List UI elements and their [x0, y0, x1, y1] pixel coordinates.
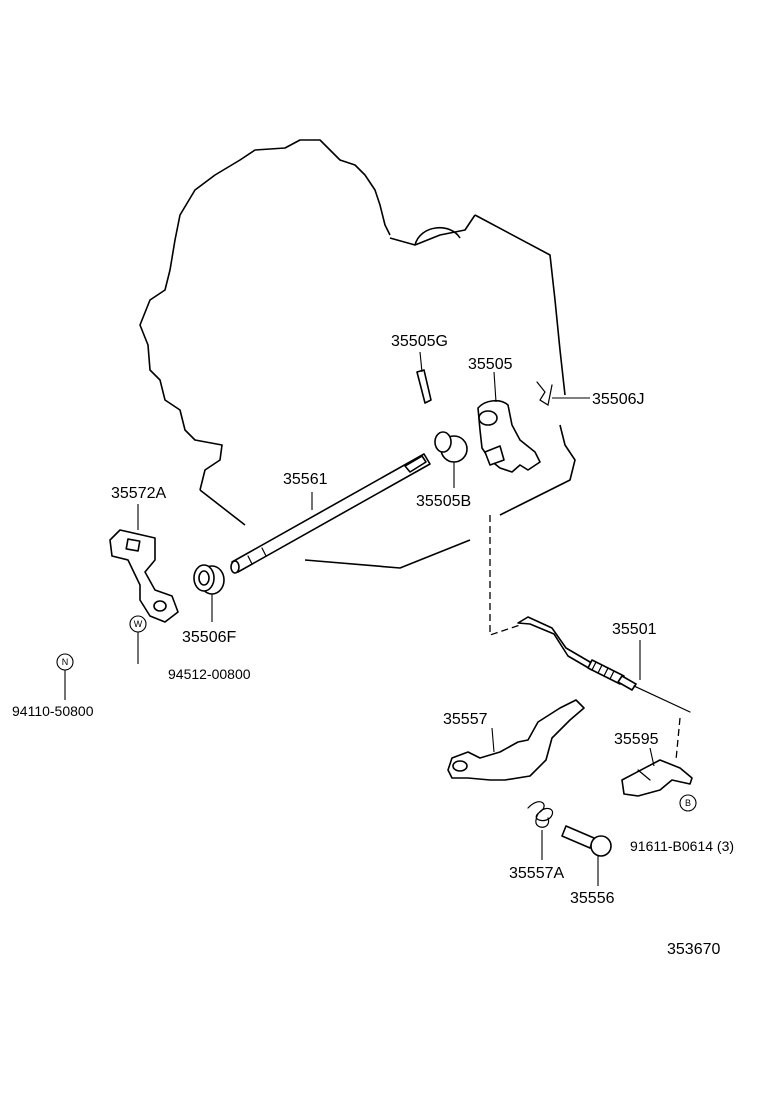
label-35556: 35556 — [570, 890, 615, 907]
part-35557a-spring — [527, 801, 554, 860]
label-35506f: 35506F — [182, 629, 236, 646]
label-35506j: 35506J — [592, 391, 645, 408]
transmission-housing-outline — [139, 139, 576, 569]
label-35505: 35505 — [468, 356, 513, 373]
diagram-reference-number: 353670 — [667, 941, 720, 958]
part-35557-lever — [447, 699, 585, 781]
part-35572a-lever — [109, 504, 179, 623]
label-91611-b0614: 91611-B0614 (3) — [630, 838, 734, 854]
label-94512-00800: 94512-00800 — [168, 666, 251, 682]
label-35505b: 35505B — [416, 493, 471, 510]
part-35501-rod — [517, 616, 691, 713]
part-35595-bracket — [621, 747, 693, 797]
assembly-dashed-lines — [489, 515, 681, 761]
part-35505b-bushing — [434, 431, 468, 488]
part-35505g-pin — [416, 351, 432, 404]
label-35557: 35557 — [443, 711, 488, 728]
part-94110-nut: N — [56, 653, 74, 700]
part-number-labels: 35505G 35505 35506J 35561 35505B 35572A … — [12, 333, 734, 958]
part-94512-washer: W — [129, 615, 147, 664]
mark-w: W — [134, 619, 143, 629]
part-35561-shaft — [230, 453, 431, 574]
mark-b: B — [685, 798, 691, 808]
part-91611-bolt: B — [679, 794, 697, 812]
label-35572a: 35572A — [111, 485, 166, 502]
label-35501: 35501 — [612, 621, 657, 638]
mark-n: N — [62, 657, 69, 667]
label-94110-50800: 94110-50800 — [12, 703, 94, 719]
label-35505g: 35505G — [391, 333, 448, 350]
label-35595: 35595 — [614, 731, 659, 748]
label-35557a: 35557A — [509, 865, 564, 882]
part-35506j-clip — [536, 381, 590, 406]
label-35561: 35561 — [283, 471, 328, 488]
part-35556-pin — [561, 825, 612, 886]
part-35505-selector — [477, 371, 541, 473]
part-35506f-seal — [193, 564, 225, 622]
